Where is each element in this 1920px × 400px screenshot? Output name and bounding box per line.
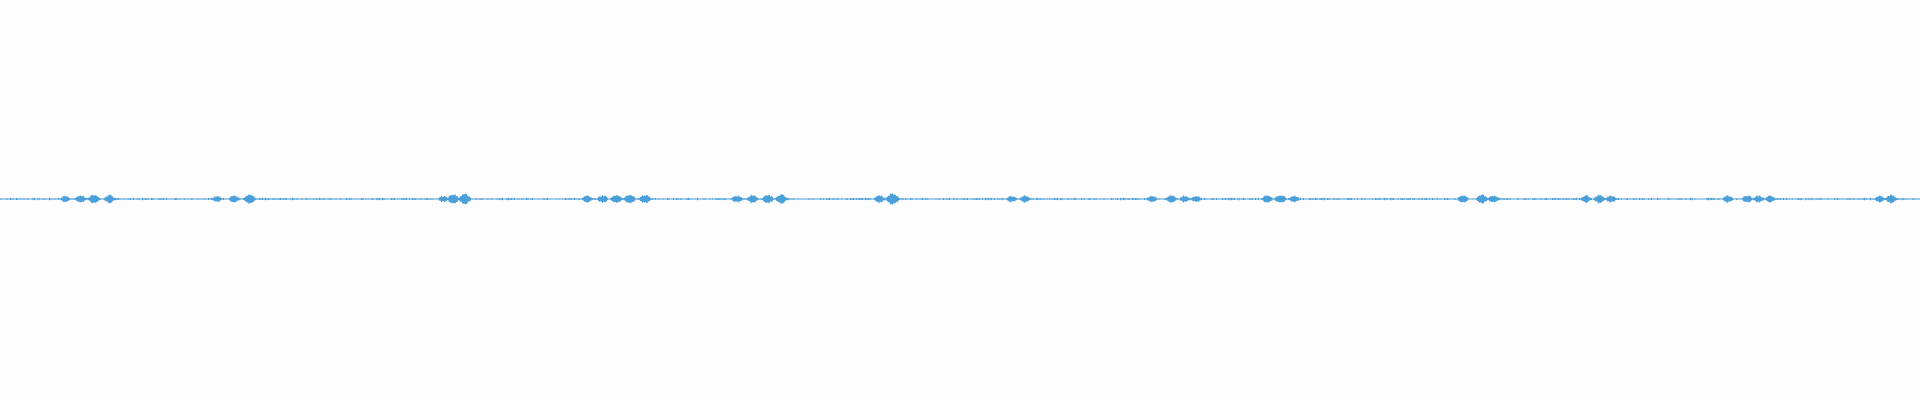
waveform-burst	[872, 194, 886, 204]
waveform-burst	[86, 194, 101, 204]
waveform-burst	[1260, 195, 1274, 203]
waveform-burst	[1884, 194, 1899, 204]
waveform-burst	[1189, 196, 1203, 202]
waveform-burst	[73, 195, 87, 203]
waveform-burst	[760, 194, 776, 204]
waveform-burst	[1751, 195, 1766, 203]
waveform-burst	[580, 195, 594, 203]
waveform-burst	[1287, 195, 1301, 203]
waveform-burst	[1604, 195, 1618, 203]
waveform-burst	[227, 195, 241, 203]
waveform-burst	[609, 194, 624, 204]
waveform-burst	[730, 195, 744, 203]
waveform-burst	[774, 194, 789, 204]
waveform-burst	[1763, 195, 1777, 203]
waveform-burst	[884, 193, 900, 205]
waveform-burst	[1721, 195, 1735, 203]
waveform-burst	[1273, 195, 1288, 203]
waveform-burst	[1486, 195, 1500, 203]
waveform-burst	[1740, 195, 1754, 203]
waveform-burst	[1164, 195, 1178, 203]
waveform-burst	[1592, 194, 1607, 204]
waveform-burst	[595, 195, 610, 203]
waveform-burst	[1177, 195, 1191, 203]
waveform-burst	[637, 195, 653, 203]
waveform-burst	[456, 193, 473, 205]
waveform-burst	[1005, 195, 1019, 203]
waveform-burst	[1475, 194, 1490, 204]
waveform-burst	[1579, 194, 1593, 204]
waveform-burst	[210, 196, 223, 202]
waveform-burst	[1873, 195, 1887, 203]
waveform-burst	[102, 194, 117, 204]
waveform-burst	[1456, 195, 1470, 203]
waveform-burst	[622, 194, 637, 204]
waveform-burst	[242, 194, 257, 204]
waveform-burst	[745, 194, 760, 204]
waveform-burst	[1018, 195, 1032, 203]
waveform-burst	[1145, 195, 1159, 203]
waveform-burst	[58, 195, 71, 203]
